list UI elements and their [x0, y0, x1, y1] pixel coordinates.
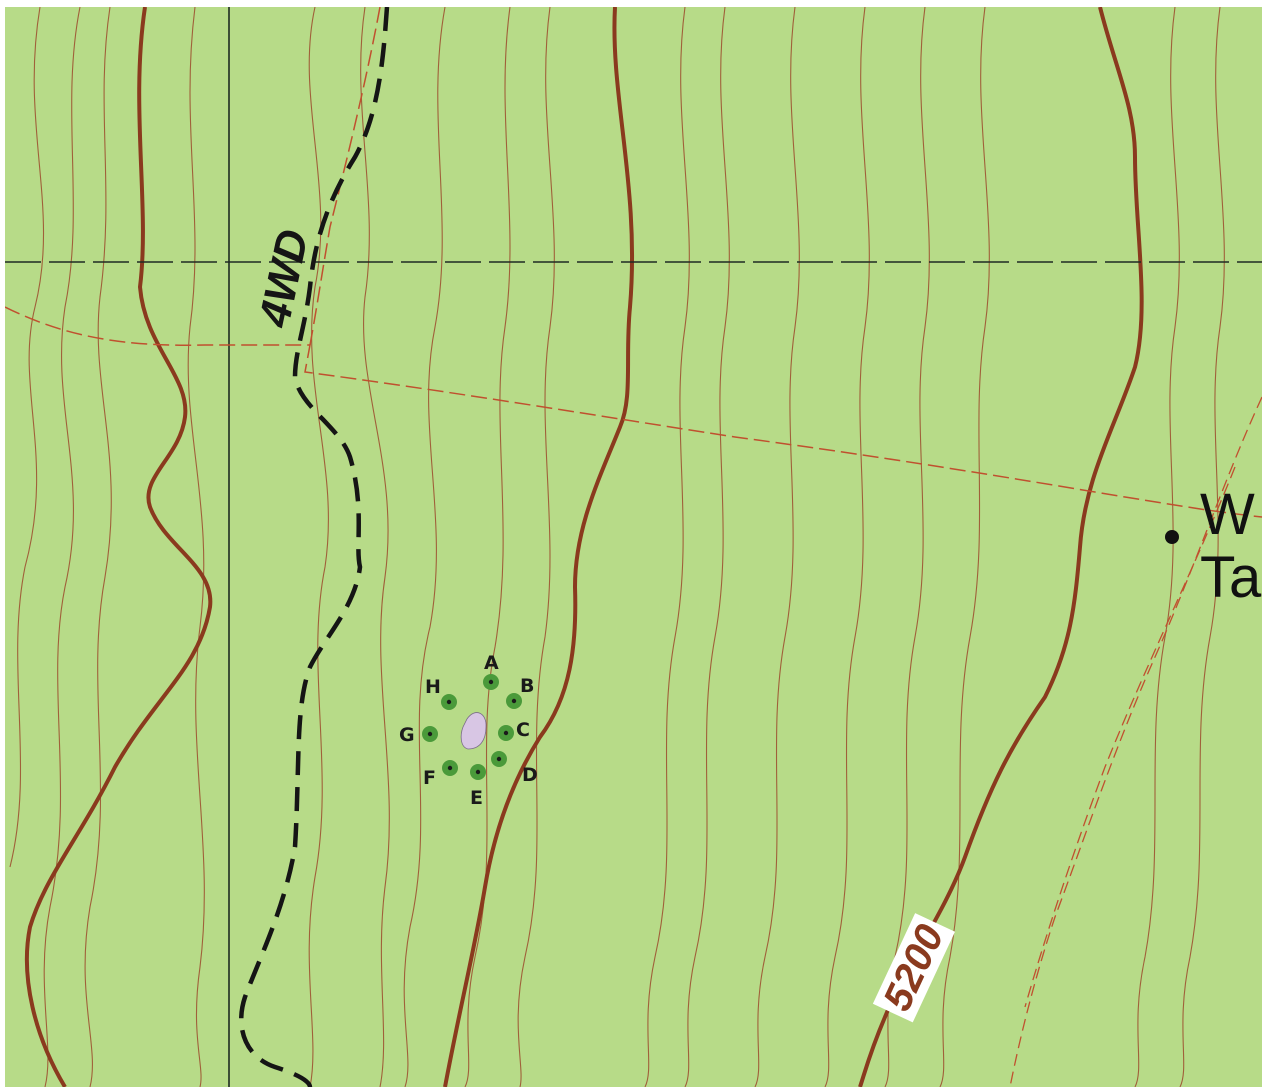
- contour-line: [824, 7, 870, 1087]
- elevation-label-group: 5200: [872, 913, 956, 1023]
- trail-line: [1009, 396, 1262, 1087]
- index-contours: [24, 7, 1144, 1087]
- sample-point-a[interactable]: A: [483, 652, 499, 690]
- sample-point-label: C: [516, 719, 530, 741]
- contour-line: [9, 7, 45, 868]
- index-contour-line: [24, 7, 213, 1087]
- boundary-line: [309, 7, 381, 346]
- contour-line: [360, 7, 390, 1087]
- elevation-label: 5200: [875, 918, 952, 1017]
- sample-point-c[interactable]: C: [498, 719, 530, 741]
- sample-point-label: B: [520, 675, 534, 697]
- sample-point-f[interactable]: F: [423, 760, 458, 789]
- sample-point-g[interactable]: G: [399, 724, 438, 746]
- trail-line: [1024, 466, 1236, 1008]
- sample-points: A B C D E F G H: [399, 652, 538, 809]
- elevation-label-background: [872, 913, 956, 1023]
- index-contour-line: [858, 7, 1144, 1087]
- feature-area: [460, 712, 487, 750]
- contour-lines: [9, 7, 1225, 1087]
- sample-point-label: H: [425, 676, 441, 698]
- sample-point-label: E: [470, 787, 483, 809]
- contour-line: [84, 7, 112, 1087]
- sample-point-label: G: [399, 724, 415, 746]
- place-label-line1: W: [1200, 482, 1255, 547]
- contour-line: [464, 7, 511, 1087]
- contour-line: [684, 7, 730, 1087]
- sample-point-label: F: [423, 767, 436, 789]
- index-contour-line: [443, 7, 635, 1087]
- contour-line: [517, 7, 555, 1087]
- topographic-map: 4WD 5200 W Ta A B C D E: [5, 7, 1262, 1087]
- contour-line: [187, 7, 205, 1087]
- contour-line: [1179, 7, 1225, 1087]
- sample-point-label: D: [522, 764, 538, 786]
- sample-point-h[interactable]: H: [425, 676, 457, 710]
- boundary-line: [5, 306, 1262, 518]
- contour-line: [403, 7, 446, 1087]
- sample-point-label: A: [484, 652, 499, 674]
- place-label-line2: Ta: [1200, 545, 1262, 610]
- 4wd-road: [239, 7, 390, 1087]
- contour-line: [644, 7, 690, 1087]
- sample-point-d[interactable]: D: [491, 751, 538, 786]
- contour-line: [939, 7, 990, 1087]
- map-canvas: 4WD 5200 W Ta A B C D E: [5, 7, 1262, 1087]
- contour-line: [754, 7, 800, 1087]
- sample-point-b[interactable]: B: [506, 675, 534, 709]
- contour-line: [308, 7, 329, 1087]
- contour-line: [43, 7, 81, 1087]
- sample-point-e[interactable]: E: [470, 764, 486, 809]
- contour-line: [1134, 7, 1180, 1087]
- road-label: 4WD: [250, 225, 318, 332]
- place-marker: [1165, 530, 1179, 544]
